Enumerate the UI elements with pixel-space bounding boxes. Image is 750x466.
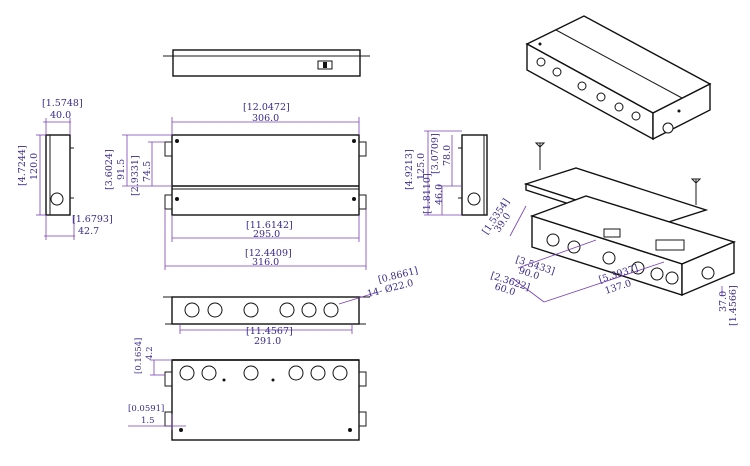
front-view [163, 291, 379, 334]
bottom-b-mm: 1.5 [141, 416, 155, 426]
iso-e-mm: 37.0 [718, 291, 729, 312]
side-height-inch: [4.7244] [17, 145, 28, 186]
top-height2-inch: [2.9331] [130, 155, 141, 196]
top-elevation-view [163, 49, 370, 77]
bottom-a-mm: 4.2 [145, 346, 155, 360]
inner-width-inch: [11.6142] [246, 220, 293, 231]
rs-height3-mm: 46.0 [434, 184, 445, 205]
top-width-mm: 306.0 [252, 113, 279, 124]
rs-height-inch: [4.9213] [404, 149, 415, 190]
isometric-exploded-view [509, 142, 737, 303]
outer-width-inch: [12.4409] [245, 248, 292, 259]
right-side-view [424, 130, 488, 216]
bottom-b-inch: [0.0591] [128, 404, 164, 414]
side-width-inch: [1.5748] [42, 98, 83, 109]
outer-width-mm: 316.0 [252, 257, 279, 268]
front-width-inch: [11.4567] [246, 326, 293, 337]
iso-e-inch: [1.4566] [728, 285, 739, 326]
rs-height-mm: 125.0 [416, 153, 427, 180]
side-bottom-mm: 42.7 [78, 226, 99, 237]
rs-height2-inch: [3.0709] [430, 133, 441, 174]
bottom-view [128, 359, 367, 441]
top-width-inch: [12.0472] [243, 102, 290, 113]
left-side-view [36, 118, 75, 240]
side-bottom-inch: [1.6793] [72, 214, 113, 225]
top-height2-mm: 74.5 [142, 161, 153, 182]
rs-height2-mm: 78.0 [442, 145, 453, 166]
inner-width-mm: 295.0 [253, 229, 280, 240]
bottom-a-inch: [0.1654] [134, 338, 144, 374]
top-height-mm: 91.5 [116, 159, 127, 180]
top-view [122, 117, 367, 270]
top-height-inch: [3.6024] [104, 149, 115, 190]
rs-height3-inch: [1.8110] [422, 173, 433, 214]
front-width-mm: 291.0 [254, 336, 281, 347]
isometric-closed-view [525, 15, 712, 141]
side-height-mm: 120.0 [29, 153, 40, 180]
side-width-mm: 40.0 [50, 110, 71, 121]
